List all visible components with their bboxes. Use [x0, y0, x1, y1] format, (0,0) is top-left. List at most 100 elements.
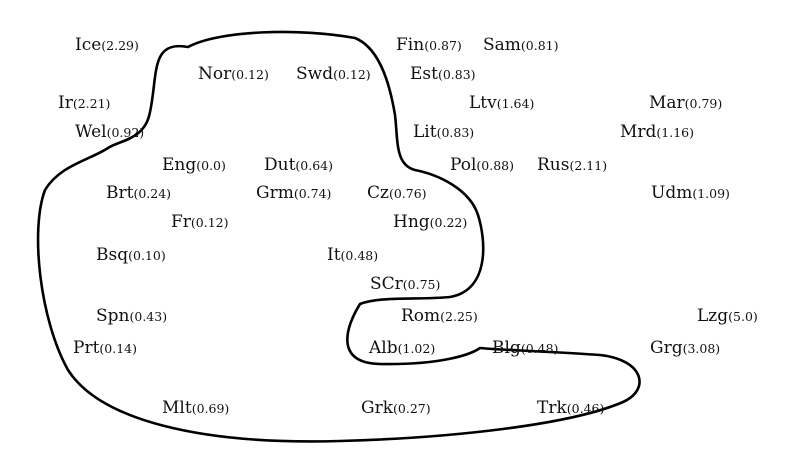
language-value: (0.75): [403, 277, 441, 292]
region-boundary: [36, 30, 641, 443]
language-abbr: Udm: [651, 183, 692, 203]
language-abbr: Wel: [75, 122, 107, 142]
language-label-swd: Swd(0.12): [296, 64, 371, 84]
language-label-est: Est(0.83): [410, 64, 476, 84]
language-abbr: Fin: [396, 35, 424, 55]
language-value: (2.21): [73, 96, 111, 111]
language-abbr: Hng: [393, 212, 430, 232]
language-label-dut: Dut(0.64): [264, 155, 333, 175]
language-value: (1.16): [656, 125, 694, 140]
language-label-fr: Fr(0.12): [171, 212, 229, 232]
language-abbr: Bsq: [96, 245, 128, 265]
language-value: (0.46): [567, 401, 605, 416]
language-label-nor: Nor(0.12): [198, 64, 269, 84]
language-label-trk: Trk(0.46): [537, 398, 604, 418]
language-value: (5.0): [728, 309, 758, 324]
language-value: (0.92): [107, 125, 145, 140]
language-label-brt: Brt(0.24): [106, 183, 171, 203]
language-label-cz: Cz(0.76): [367, 183, 427, 203]
language-value: (0.12): [191, 215, 229, 230]
language-label-rom: Rom(2.25): [401, 306, 478, 326]
language-abbr: Prt: [73, 338, 100, 358]
language-value: (0.12): [231, 67, 269, 82]
language-abbr: Rus: [537, 155, 569, 175]
language-value: (0.83): [438, 67, 476, 82]
language-abbr: Sam: [483, 35, 521, 55]
language-abbr: Cz: [367, 183, 389, 203]
language-value: (0.48): [521, 341, 559, 356]
language-label-prt: Prt(0.14): [73, 338, 137, 358]
language-label-ltv: Ltv(1.64): [469, 93, 534, 113]
language-label-grg: Grg(3.08): [650, 338, 720, 358]
language-label-grk: Grk(0.27): [361, 398, 431, 418]
language-value: (0.14): [99, 341, 137, 356]
language-value: (1.09): [692, 186, 730, 201]
language-label-mar: Mar(0.79): [649, 93, 722, 113]
language-value: (2.25): [440, 309, 478, 324]
language-value: (0.87): [424, 38, 462, 53]
language-abbr: Fr: [171, 212, 192, 232]
language-value: (0.24): [133, 186, 171, 201]
language-abbr: Alb: [368, 338, 398, 358]
language-label-sam: Sam(0.81): [483, 35, 559, 55]
language-label-spn: Spn(0.43): [96, 306, 167, 326]
language-value: (2.11): [569, 158, 607, 173]
language-abbr: Ice: [75, 35, 101, 55]
language-value: (0.0): [196, 158, 226, 173]
language-abbr: Mrd: [620, 122, 657, 142]
language-abbr: Mar: [649, 93, 686, 113]
language-value: (0.81): [521, 38, 559, 53]
language-label-blg: Blg(0.48): [492, 338, 558, 358]
language-label-pol: Pol(0.88): [450, 155, 514, 175]
language-abbr: Mlt: [162, 398, 192, 418]
language-label-lzg: Lzg(5.0): [697, 306, 758, 326]
language-abbr: Swd: [296, 64, 333, 84]
language-value: (0.22): [430, 215, 468, 230]
language-value: (0.43): [129, 309, 167, 324]
language-label-grm: Grm(0.74): [256, 183, 331, 203]
language-label-wel: Wel(0.92): [75, 122, 144, 142]
language-abbr: SCr: [370, 274, 404, 294]
language-abbr: Ir: [58, 93, 74, 113]
language-abbr: Dut: [264, 155, 296, 175]
language-label-it: It(0.48): [327, 245, 378, 265]
language-label-mrd: Mrd(1.16): [620, 122, 694, 142]
language-label-ir: Ir(2.21): [58, 93, 110, 113]
language-value: (3.08): [683, 341, 721, 356]
language-value: (0.10): [128, 248, 166, 263]
language-abbr: Brt: [106, 183, 134, 203]
language-label-mlt: Mlt(0.69): [162, 398, 229, 418]
language-value: (0.74): [294, 186, 332, 201]
language-abbr: Spn: [96, 306, 130, 326]
language-value: (0.79): [685, 96, 723, 111]
language-value: (0.27): [393, 401, 431, 416]
language-value: (0.83): [437, 125, 475, 140]
language-abbr: Grk: [361, 398, 394, 418]
language-label-lit: Lit(0.83): [413, 122, 474, 142]
language-value: (0.64): [295, 158, 333, 173]
language-abbr: Nor: [198, 64, 232, 84]
language-abbr: Rom: [401, 306, 440, 326]
language-abbr: Grm: [256, 183, 294, 203]
language-abbr: Trk: [537, 398, 567, 418]
language-label-fin: Fin(0.87): [396, 35, 462, 55]
language-value: (1.02): [398, 341, 436, 356]
language-label-alb: Alb(1.02): [368, 338, 435, 358]
language-abbr: Lzg: [697, 306, 728, 326]
language-value: (0.12): [333, 67, 371, 82]
language-abbr: Lit: [413, 122, 437, 142]
language-abbr: Eng: [162, 155, 196, 175]
language-abbr: Grg: [650, 338, 683, 358]
language-label-eng: Eng(0.0): [162, 155, 226, 175]
language-label-scr: SCr(0.75): [370, 274, 440, 294]
language-value: (0.69): [192, 401, 230, 416]
language-label-udm: Udm(1.09): [651, 183, 730, 203]
language-value: (0.88): [476, 158, 514, 173]
language-abbr: Pol: [450, 155, 476, 175]
language-label-ice: Ice(2.29): [75, 35, 139, 55]
language-label-bsq: Bsq(0.10): [96, 245, 166, 265]
language-abbr: It: [327, 245, 341, 265]
language-abbr: Blg: [492, 338, 521, 358]
language-label-rus: Rus(2.11): [537, 155, 607, 175]
